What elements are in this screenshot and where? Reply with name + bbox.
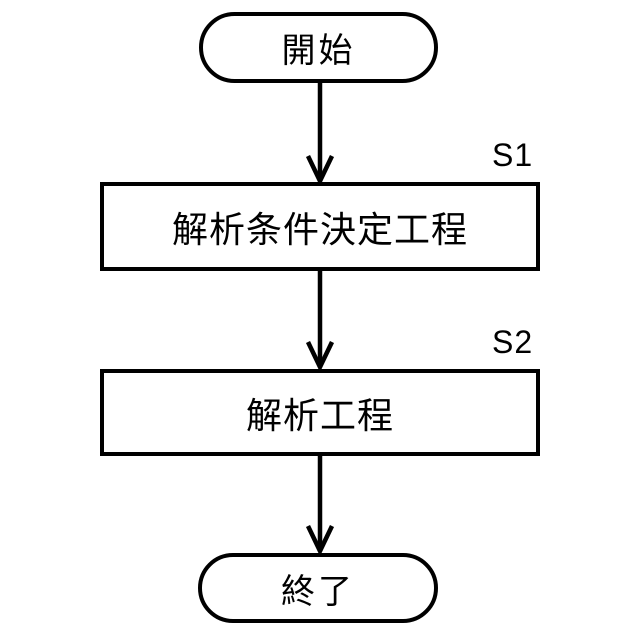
arrowhead-down-icon — [305, 341, 335, 373]
process-node-s2: 解析工程 — [100, 369, 540, 456]
process-node-s1: 解析条件決定工程 — [100, 182, 540, 271]
arrowhead-down-icon — [305, 525, 335, 557]
start-terminal-node: 開始 — [199, 12, 438, 83]
process-node-s1-label: 解析条件決定工程 — [171, 208, 468, 250]
end-terminal-node: 終了 — [198, 553, 438, 623]
arrow-s1-to-s2 — [305, 271, 335, 373]
arrow-s2-to-end — [305, 456, 335, 557]
end-terminal-label: 終了 — [281, 572, 355, 611]
step-id-label-s2: S2 — [492, 324, 534, 360]
process-node-s2-label: 解析工程 — [245, 394, 394, 436]
start-terminal-label: 開始 — [281, 32, 356, 70]
arrow-start-to-s1 — [305, 83, 335, 187]
step-id-label-s1: S1 — [492, 137, 534, 173]
arrowhead-down-icon — [305, 155, 335, 187]
